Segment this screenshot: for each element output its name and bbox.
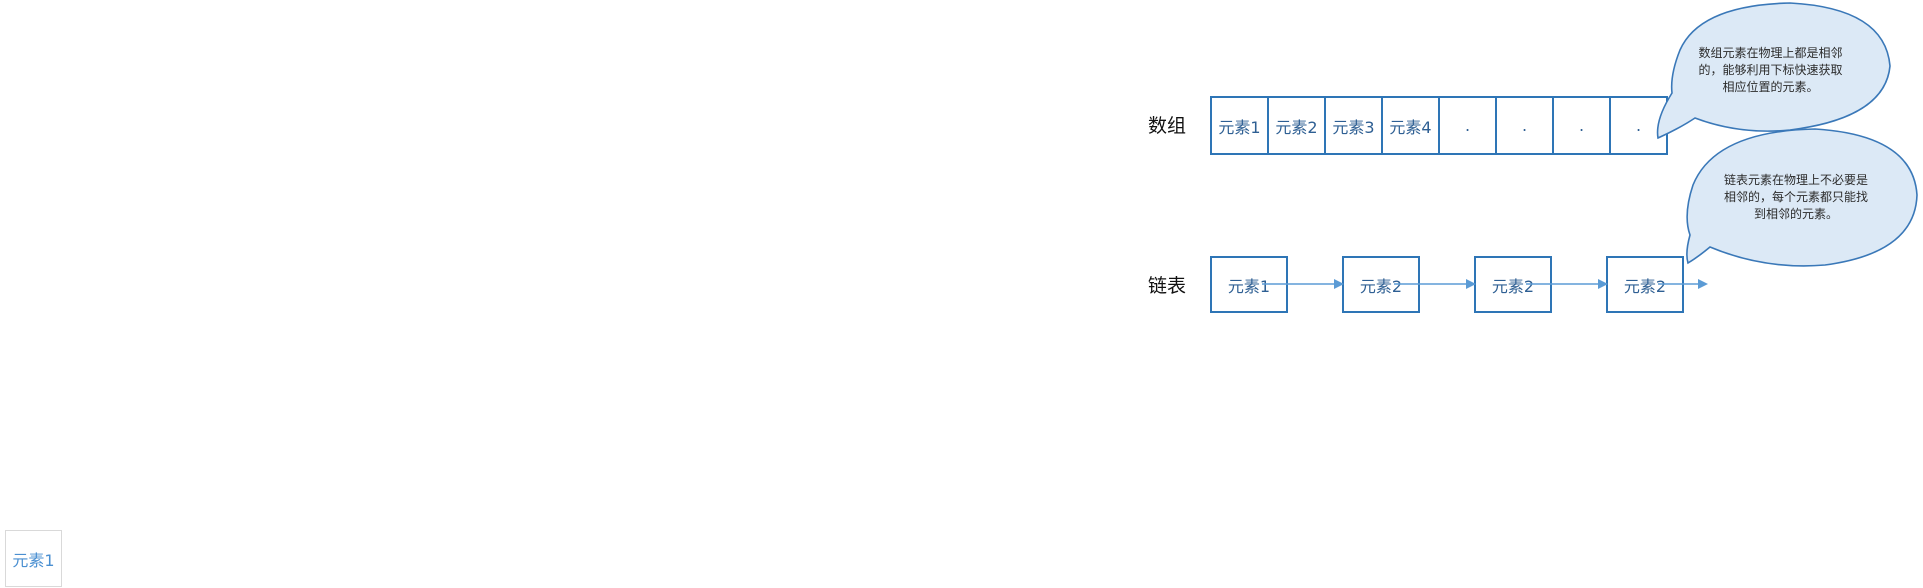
array-callout-text: 数组元素在物理上都是相邻的，能够利用下标快速获取相应位置的元素。 [1698, 46, 1843, 94]
array-cell-ellipsis: . [1635, 116, 1642, 135]
array-cell: 元素1 [1212, 98, 1269, 153]
next-pointer-arrow [1658, 279, 1708, 289]
array-diagram: 元素1 元素2 元素3 元素4 . . . . [1210, 96, 1668, 155]
array-row-label: 数组 [1148, 115, 1187, 137]
array-cell-ellipsis: . [1554, 98, 1611, 153]
array-cell: 元素4 [1383, 98, 1440, 153]
array-cell: 元素3 [1326, 98, 1383, 153]
stray-element-node: 元素1 [5, 530, 62, 587]
array-cell: 元素2 [1269, 98, 1326, 153]
next-pointer-arrow [1394, 279, 1476, 289]
linked-list-row-label: 链表 [1148, 275, 1187, 297]
linked-list-callout-bubble [1686, 128, 1918, 267]
array-cell-ellipsis: . [1440, 98, 1497, 153]
array-cell-ellipsis: . [1497, 98, 1554, 153]
linked-list-callout-text: 链表元素在物理上不必要是相邻的，每个元素都只能找到相邻的元素。 [1723, 173, 1868, 221]
next-pointer-arrow [1262, 279, 1344, 289]
next-pointer-arrow [1526, 279, 1608, 289]
array-callout-bubble [1656, 2, 1891, 140]
